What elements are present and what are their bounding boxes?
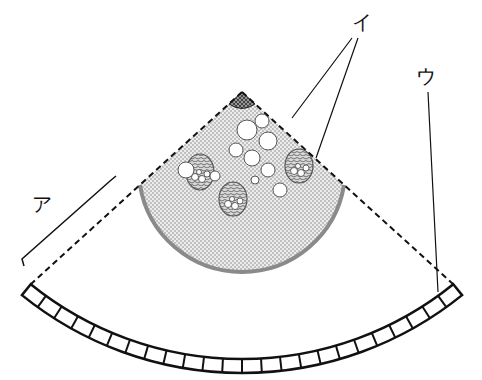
- cell-wall: [54, 306, 62, 318]
- cell: [244, 150, 260, 166]
- cell: [273, 183, 287, 197]
- cell-wall: [406, 316, 413, 328]
- part-label: イ: [352, 12, 372, 32]
- cell-wall: [389, 325, 395, 338]
- cell-wall: [183, 354, 185, 368]
- cell-wall: [221, 358, 224, 372]
- cell: [251, 176, 259, 184]
- cell-wall: [202, 357, 204, 371]
- cell-wall: [260, 358, 263, 372]
- band-outline: [22, 284, 462, 373]
- vascular-bundles: [186, 149, 313, 216]
- vascular-bundle: [219, 182, 247, 216]
- cell-wall: [280, 357, 282, 371]
- cell-wall: [318, 350, 321, 364]
- pith-region: [140, 92, 344, 272]
- cell: [237, 120, 257, 140]
- part-label: ア: [32, 194, 52, 214]
- leader-line: [292, 38, 438, 292]
- cell-wall: [107, 333, 112, 346]
- cells: [178, 114, 287, 197]
- cell-wall: [125, 340, 130, 353]
- cell-wall: [372, 333, 377, 346]
- part-label: ウ: [416, 66, 436, 86]
- cell: [229, 143, 243, 157]
- cell-wall: [354, 340, 359, 353]
- cell-wall: [71, 316, 78, 328]
- cell-wall: [89, 325, 95, 338]
- cell-wall: [163, 350, 166, 364]
- cell: [255, 114, 269, 128]
- cell-wall: [336, 346, 340, 359]
- cell-wall: [38, 296, 46, 307]
- cell-wall: [241, 359, 243, 373]
- cell: [261, 163, 275, 177]
- cell-wall: [422, 306, 430, 318]
- cell: [210, 171, 220, 181]
- dashed-outline: [31, 92, 453, 284]
- bracket: [22, 176, 116, 266]
- cell: [178, 162, 194, 178]
- cell-wall: [299, 354, 301, 368]
- cell-wall: [144, 346, 148, 359]
- cell-wall: [438, 296, 446, 307]
- epidermis-band: [22, 284, 462, 373]
- cell: [259, 132, 277, 150]
